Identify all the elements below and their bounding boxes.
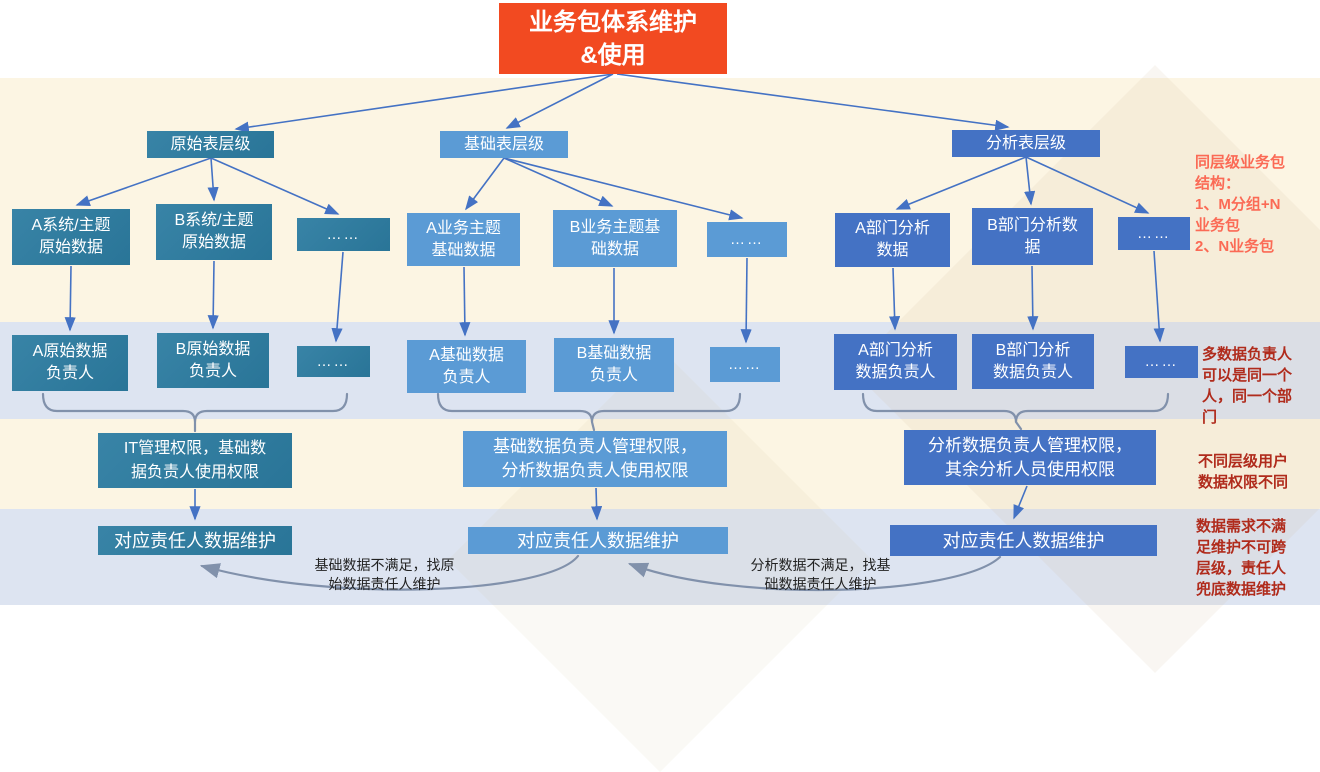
permission-original: IT管理权限，基础数 据负责人使用权限 [98, 433, 292, 488]
node-analysis-a: A部门分析 数据 [835, 213, 950, 267]
permission-analysis: 分析数据负责人管理权限， 其余分析人员使用权限 [904, 430, 1156, 485]
header-analysis-level: 分析表层级 [952, 130, 1100, 157]
fallback-note-analysis-to-base: 分析数据不满足，找基 础数据责任人维护 [750, 557, 891, 592]
annotation-multi-owner: 多数据负责人 可以是同一个 人，同一个部 门 [1202, 346, 1293, 426]
node-original-b: B系统/主题 原始数据 [156, 204, 272, 260]
diagram-title: 业务包体系维护 &使用 [499, 3, 727, 74]
annotation-different-permissions: 不同层级用户 数据权限不同 [1198, 453, 1289, 491]
annotation-no-cross-level: 数据需求不满 足维护不可跨 层级，责任人 兜底数据维护 [1196, 518, 1287, 598]
node-analysis-more: …… [1118, 217, 1190, 250]
maintenance-analysis: 对应责任人数据维护 [890, 525, 1157, 556]
header-base-level: 基础表层级 [440, 131, 568, 158]
owner-base-b: B基础数据 负责人 [554, 338, 674, 392]
owner-analysis-more: …… [1125, 346, 1198, 378]
owner-analysis-a: A部门分析 数据负责人 [834, 334, 957, 390]
owner-original-b: B原始数据 负责人 [157, 333, 269, 388]
owner-original-more: …… [297, 346, 370, 377]
fallback-note-base-to-original: 基础数据不满足，找原 始数据责任人维护 [314, 557, 455, 592]
header-original-level: 原始表层级 [147, 131, 274, 158]
node-base-a: A业务主题 基础数据 [407, 213, 520, 266]
node-base-b: B业务主题基 础数据 [553, 210, 677, 267]
maintenance-original: 对应责任人数据维护 [98, 526, 292, 555]
node-original-more: …… [297, 218, 390, 251]
permission-base: 基础数据负责人管理权限， 分析数据负责人使用权限 [463, 431, 727, 487]
node-analysis-b: B部门分析数 据 [972, 208, 1093, 265]
owner-original-a: A原始数据 负责人 [12, 335, 128, 391]
node-base-more: …… [707, 222, 787, 257]
annotation-same-level-structure: 同层级业务包 结构： 1、M分组+N 业务包 2、N业务包 [1195, 154, 1286, 255]
maintenance-base: 对应责任人数据维护 [468, 527, 728, 554]
node-original-a: A系统/主题 原始数据 [12, 209, 130, 265]
owner-base-more: …… [710, 347, 780, 382]
owner-analysis-b: B部门分析 数据负责人 [972, 334, 1094, 389]
owner-base-a: A基础数据 负责人 [407, 340, 526, 393]
